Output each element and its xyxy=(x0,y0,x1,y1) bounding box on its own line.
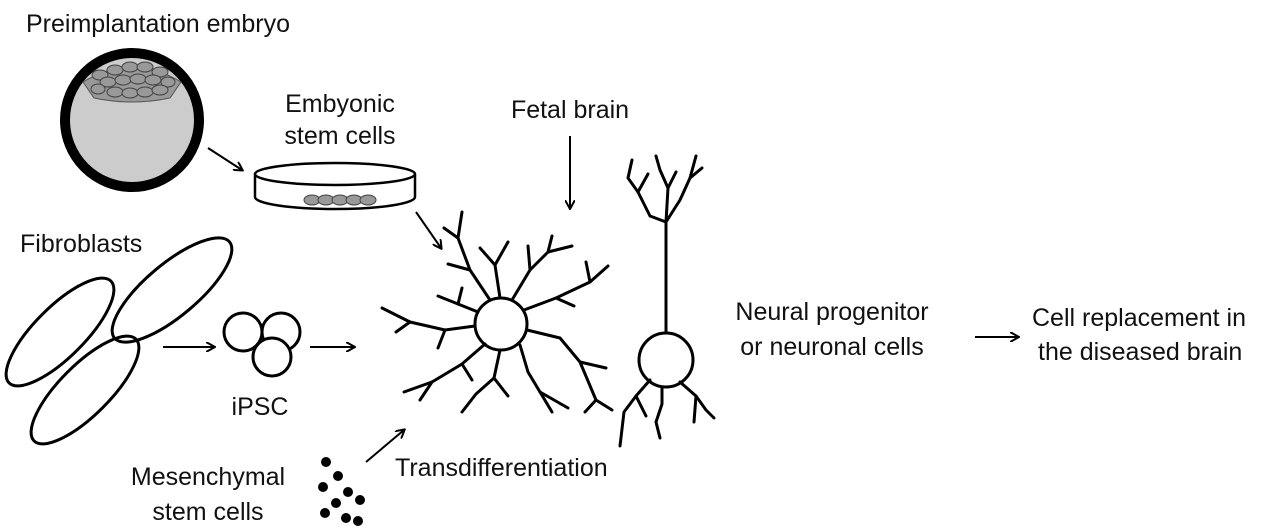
label-cell-replacement-1: Cell replacement in xyxy=(1032,304,1246,332)
label-embryonic-stem-cells-1: Embyonic xyxy=(285,90,395,118)
arrow-dish-to-neuron xyxy=(416,212,441,248)
label-ipsc: iPSC xyxy=(232,393,289,421)
label-neural-progenitor-2: or neuronal cells xyxy=(740,333,923,361)
label-cell-replacement-2: the diseased brain xyxy=(1038,338,1242,366)
multipolar-neuron-icon xyxy=(382,212,612,412)
petri-dish-icon xyxy=(255,163,415,209)
mesenchymal-cells-icon xyxy=(318,457,365,526)
label-embryonic-stem-cells-2: stem cells xyxy=(284,122,395,150)
arrow-embryo-to-dish xyxy=(208,148,242,170)
label-neural-progenitor-1: Neural progenitor xyxy=(735,298,928,326)
label-transdifferentiation: Transdifferentiation xyxy=(395,454,608,482)
ipsc-icon xyxy=(224,313,300,376)
label-preimplantation-embryo: Preimplantation embryo xyxy=(26,10,290,38)
label-mesenchymal-1: Mesenchymal xyxy=(131,463,285,491)
embryo-icon xyxy=(65,53,199,187)
label-fetal-brain: Fetal brain xyxy=(511,96,629,124)
label-mesenchymal-2: stem cells xyxy=(152,498,263,526)
label-fibroblasts: Fibroblasts xyxy=(20,230,142,258)
pyramidal-neuron-icon xyxy=(620,156,714,446)
